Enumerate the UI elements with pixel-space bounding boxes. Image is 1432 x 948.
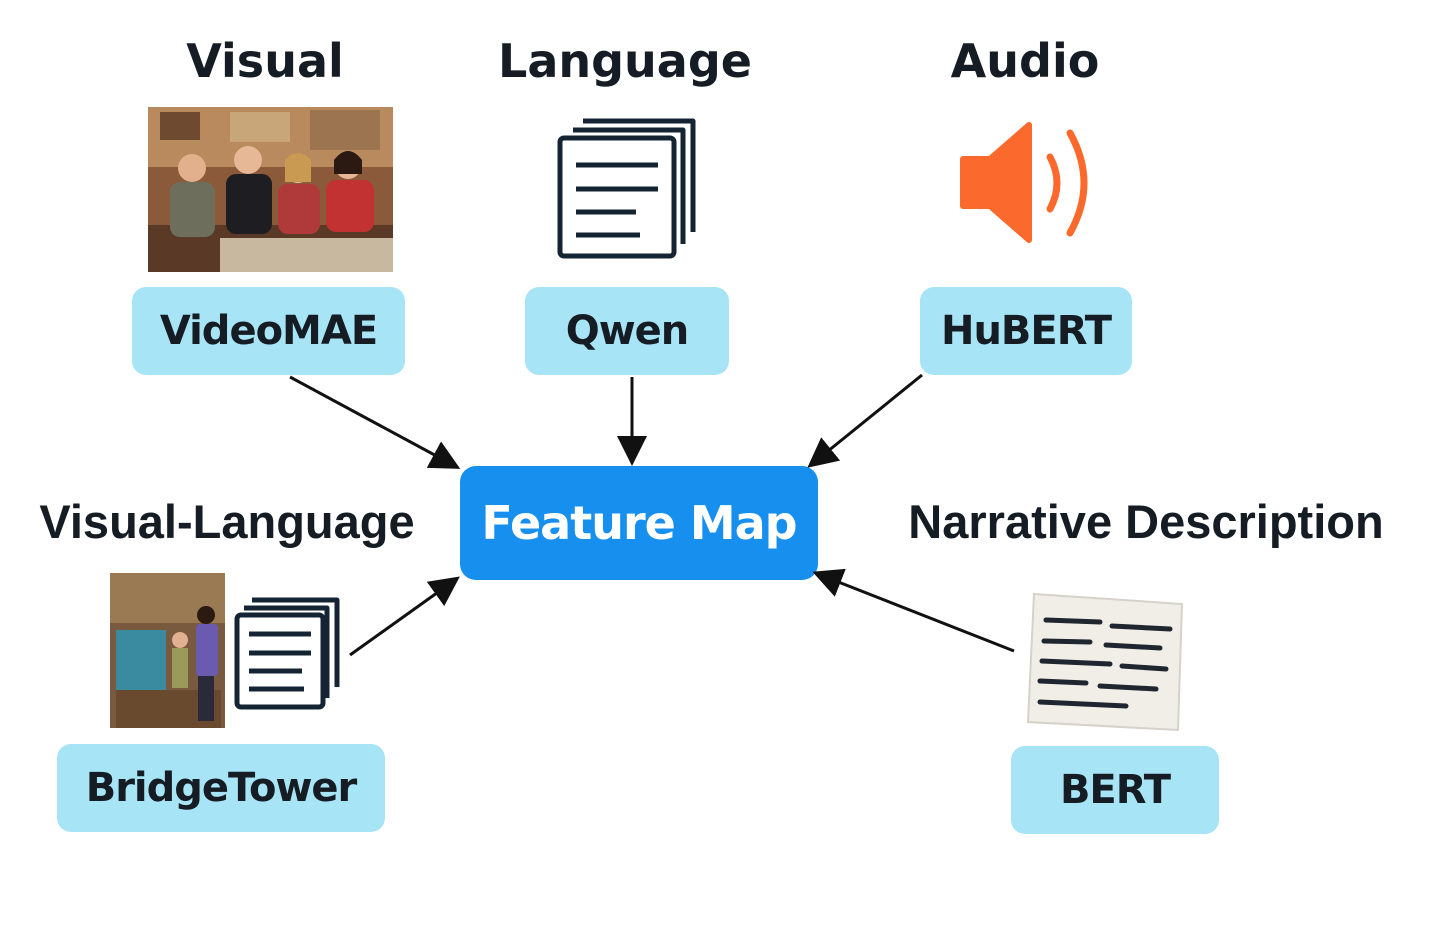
heading-audio: Audio xyxy=(950,34,1100,88)
document-stack-icon xyxy=(557,118,696,259)
arrow-videomae-to-feature-map xyxy=(289,375,461,469)
arrow-bert-to-feature-map xyxy=(812,568,1015,653)
model-box-bridgetower: BridgeTower xyxy=(57,744,385,832)
model-box-qwen: Qwen xyxy=(525,287,729,375)
heading-language: Language xyxy=(498,34,752,88)
model-label-qwen: Qwen xyxy=(565,308,690,354)
arrow-hubert-to-feature-map xyxy=(807,373,923,468)
model-label-bert: BERT xyxy=(1059,767,1171,813)
model-label-hubert: HuBERT xyxy=(940,308,1112,354)
tv-scene-photo xyxy=(148,107,393,272)
heading-narrative-description: Narrative Description xyxy=(908,495,1384,548)
feature-map-label: Feature Map xyxy=(481,496,797,550)
paper-note-icon xyxy=(1026,592,1184,732)
feature-map-node: Feature Map xyxy=(460,466,818,580)
heading-visual-language: Visual-Language xyxy=(39,495,415,548)
model-label-videomae: VideoMAE xyxy=(159,308,378,354)
model-label-bridgetower: BridgeTower xyxy=(85,765,358,811)
model-box-bert: BERT xyxy=(1011,746,1219,834)
heading-visual: Visual xyxy=(186,34,344,88)
speaker-icon xyxy=(960,122,1088,243)
model-box-videomae: VideoMAE xyxy=(132,287,405,375)
arrow-bridgetower-to-feature-map xyxy=(349,576,460,657)
model-box-hubert: HuBERT xyxy=(920,287,1132,375)
scene-photo xyxy=(110,573,225,728)
document-stack-icon-small xyxy=(234,597,340,710)
